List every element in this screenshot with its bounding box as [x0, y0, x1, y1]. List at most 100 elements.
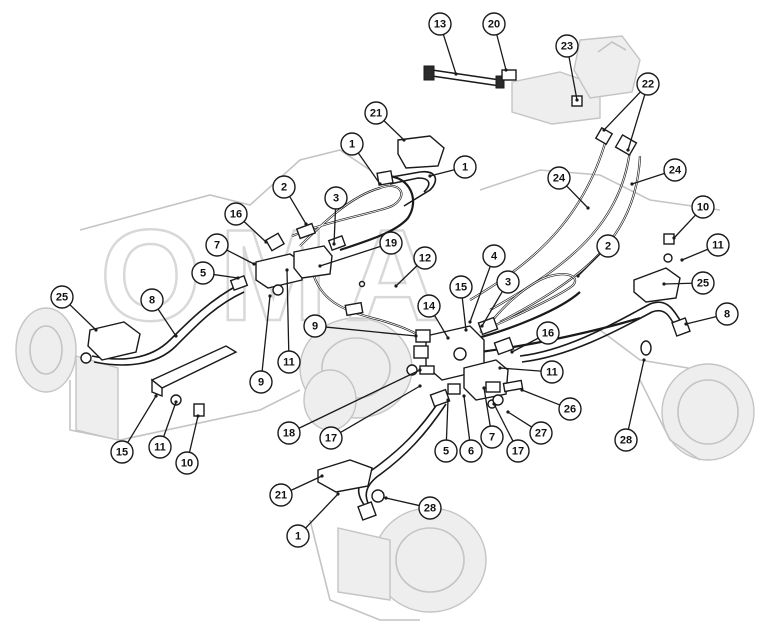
callout-circle [482, 12, 506, 36]
leader-tip [454, 72, 458, 76]
callout-6: 6 [459, 439, 483, 463]
leader-tip [446, 398, 450, 402]
callout-15: 15 [449, 275, 473, 299]
callout-number: 16 [230, 209, 242, 221]
leader-tip [174, 334, 178, 338]
callout-leader [461, 297, 467, 331]
callout-circle [547, 166, 571, 190]
callout-number: 5 [200, 268, 206, 280]
callout-leader [305, 493, 339, 529]
callout-number: 10 [181, 458, 193, 470]
leader-tip [446, 336, 450, 340]
leader-tip [252, 262, 256, 266]
leader-tip [394, 284, 398, 288]
callout-circle [480, 425, 504, 449]
callout-leader [442, 34, 457, 75]
callout-10: 10 [691, 195, 715, 219]
callout-circle [272, 175, 296, 199]
callout-leader [163, 401, 177, 437]
callout-number: 15 [455, 282, 467, 294]
leader-tip [384, 496, 388, 500]
leader-tip [602, 128, 606, 132]
leader-tip [285, 268, 289, 272]
leader-tip [492, 402, 496, 406]
callout-number: 3 [333, 193, 339, 205]
callout-leader [333, 208, 337, 245]
callout-number: 16 [542, 328, 554, 340]
fittings-and-brackets [80, 65, 691, 521]
callout-leader [481, 291, 503, 327]
callout-13: 13 [428, 12, 452, 36]
callout-leader [298, 369, 421, 429]
callout-circle [536, 321, 560, 345]
callout-leader [69, 304, 97, 331]
callout-circle [691, 195, 715, 219]
callout-leader [429, 169, 455, 177]
callout-4: 4 [482, 244, 506, 268]
callout-leader [568, 56, 578, 101]
callout-11: 11 [540, 360, 564, 384]
callout-leader [673, 214, 696, 239]
callout-number: 27 [535, 428, 547, 440]
leader-tip [480, 324, 484, 328]
callout-number: 1 [349, 139, 355, 151]
callout-leader [325, 326, 417, 337]
callout-circle [340, 132, 364, 156]
callout-number: 21 [370, 108, 382, 120]
callout-leader [577, 253, 601, 277]
callout-25: 25 [691, 271, 715, 295]
callout-circle [364, 101, 388, 125]
callout-circle [496, 270, 520, 294]
callout-number: 25 [56, 292, 68, 304]
leader-tip [318, 264, 322, 268]
leader-tip [378, 182, 382, 186]
callout-14: 14 [417, 294, 441, 318]
callout-circle [663, 158, 687, 182]
callout-leader [289, 196, 307, 225]
callout-leader [395, 265, 418, 287]
callout-leader [463, 395, 471, 441]
leader-tip [196, 414, 200, 418]
leader-tip [642, 358, 646, 362]
callout-circle [453, 155, 477, 179]
callout-15: 15 [110, 440, 134, 464]
callout-number: 7 [489, 432, 495, 444]
callout-circle [286, 524, 310, 548]
callout-5: 5 [434, 439, 458, 463]
callout-number: 3 [505, 277, 511, 289]
leader-tip [304, 222, 308, 226]
callout-leader [566, 185, 589, 209]
leader-tip [468, 320, 472, 324]
callout-5: 5 [191, 261, 215, 285]
callout-circle [506, 439, 530, 463]
callout-circle [428, 12, 452, 36]
leader-tip [626, 148, 630, 152]
callout-number: 28 [424, 503, 436, 515]
callout-25: 25 [50, 285, 74, 309]
callout-leader [627, 359, 645, 430]
callout-circle [110, 440, 134, 464]
callout-number: 10 [697, 202, 709, 214]
callout-number: 8 [149, 295, 155, 307]
callout-leader [127, 395, 157, 443]
callout-leader [521, 389, 561, 406]
callout-number: 9 [258, 377, 264, 389]
callout-circle [319, 426, 343, 450]
callout-circle [596, 234, 620, 258]
callout-leader [226, 249, 255, 265]
leader-tip [504, 68, 508, 72]
callout-circle [224, 202, 248, 226]
callout-leader [385, 497, 420, 507]
callout-number: 5 [443, 446, 449, 458]
callout-8: 8 [140, 288, 164, 312]
callout-number: 17 [325, 433, 337, 445]
callout-circle [413, 246, 437, 270]
callout-leader [483, 387, 491, 427]
callout-leader [493, 403, 514, 442]
callout-number: 26 [564, 404, 576, 416]
callout-leader [286, 269, 290, 352]
callout-2: 2 [596, 234, 620, 258]
callout-leader [685, 315, 717, 325]
callout-21: 21 [364, 101, 388, 125]
